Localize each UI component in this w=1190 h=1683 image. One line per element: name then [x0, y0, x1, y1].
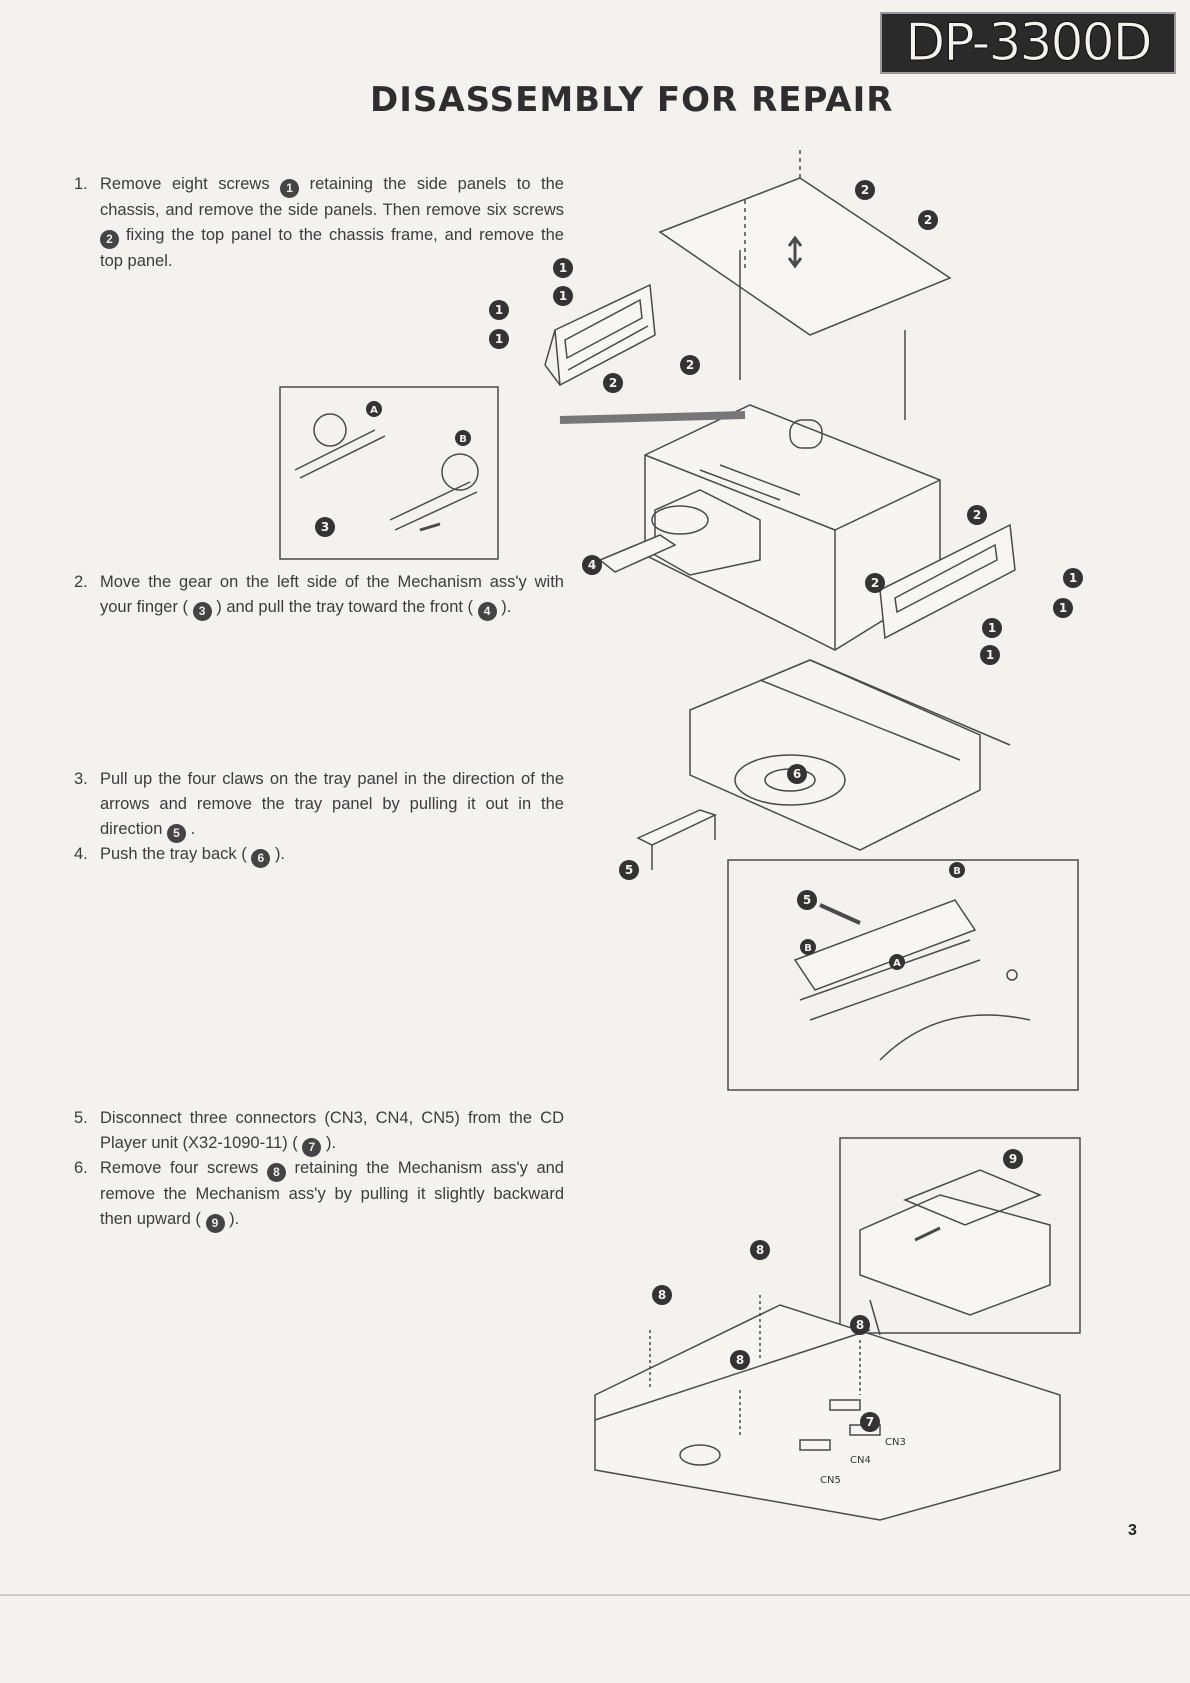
callout-7: 7: [866, 1415, 874, 1429]
step-2: 2. Move the gear on the left side of the…: [74, 570, 564, 621]
step-text: Push the tray back ( 6 ).: [100, 842, 564, 868]
step-text-part: ).: [274, 845, 286, 863]
callout-marker: 4: [477, 602, 497, 621]
callout-2: 2: [924, 213, 932, 227]
callout-1: 1: [1059, 601, 1067, 615]
label-a: A: [370, 405, 378, 416]
step-text: Remove four screws 8 retaining the Mecha…: [100, 1156, 564, 1233]
step-text-part: Remove eight screws: [100, 175, 270, 193]
top-panel-drawing: [658, 150, 952, 420]
claw-detail-drawing: [793, 899, 1031, 1061]
gear-detail-drawing: [294, 413, 479, 532]
callout-3: 3: [321, 520, 329, 534]
step-text-part: ) and pull the tray toward the front (: [216, 598, 474, 616]
page-number: 3: [1128, 1522, 1137, 1539]
step-text: Pull up the four claws on the tray panel…: [100, 767, 564, 843]
step-text: Disconnect three connectors (CN3, CN4, C…: [100, 1106, 564, 1157]
step-text-part: Move the gear on the left side of the Me…: [100, 573, 564, 616]
callout-marker: 1: [280, 179, 300, 198]
callout-1: 1: [495, 303, 503, 317]
callout-1: 1: [495, 332, 503, 346]
label-b: B: [459, 434, 467, 445]
step-text-part: Push the tray back (: [100, 845, 247, 863]
callout-8: 8: [658, 1288, 666, 1302]
label-b: B: [953, 866, 961, 877]
label-cn4: CN4: [850, 1455, 871, 1466]
step-text-part: fixing the top panel to the chassis fram…: [100, 226, 564, 270]
callout-5: 5: [625, 863, 633, 877]
step-text-part: .: [190, 820, 196, 838]
model-label-box: DP-3300D: [880, 12, 1176, 74]
step-1: 1. Remove eight screws 1 retaining the s…: [74, 172, 564, 274]
callout-1: 1: [559, 289, 567, 303]
step-text-part: ).: [325, 1134, 337, 1152]
callout-9: 9: [1009, 1152, 1017, 1166]
callout-2: 2: [686, 358, 694, 372]
callout-marker: 8: [266, 1163, 286, 1182]
callout-5: 5: [803, 893, 811, 907]
callout-marker: 2: [100, 230, 119, 249]
callout-marker: 3: [192, 602, 212, 621]
step-3: 3. Pull up the four claws on the tray pa…: [74, 767, 564, 843]
step-text-part: ).: [501, 598, 512, 616]
screw-markers: [315, 180, 1083, 1432]
step-number: 6.: [74, 1159, 88, 1177]
callout-marker: 7: [302, 1138, 322, 1157]
step-number: 3.: [74, 770, 88, 788]
callout-8: 8: [856, 1318, 864, 1332]
callout-2: 2: [609, 376, 617, 390]
callout-8: 8: [736, 1353, 744, 1367]
callout-4: 4: [588, 558, 596, 572]
callout-marker: 5: [166, 824, 186, 843]
callout-8: 8: [756, 1243, 764, 1257]
step-text-part: retaining the side panels to the chassis…: [100, 175, 564, 219]
callout-1: 1: [559, 261, 567, 275]
callout-2: 2: [861, 183, 869, 197]
callout-1: 1: [988, 621, 996, 635]
callout-2: 2: [973, 508, 981, 522]
step-6: 6. Remove four screws 8 retaining the Me…: [74, 1156, 564, 1233]
step-text-part: Remove four screws: [100, 1159, 259, 1177]
step-number: 5.: [74, 1109, 88, 1127]
left-side-panel: [544, 283, 656, 387]
mechanism-inset: [839, 1137, 1081, 1334]
label-a: A: [893, 958, 901, 969]
label-cn3: CN3: [885, 1437, 906, 1448]
claw-detail-inset: [727, 859, 1079, 1091]
page-title: DISASSEMBLY FOR REPAIR: [370, 80, 894, 120]
step-text-part: Disconnect three connectors (CN3, CN4, C…: [100, 1109, 564, 1152]
callout-marker: 6: [251, 849, 271, 868]
mechanism-inset-drawing: [859, 1169, 1051, 1316]
callout-1: 1: [1069, 571, 1077, 585]
callout-2: 2: [871, 576, 879, 590]
step-number: 4.: [74, 845, 88, 863]
label-b: B: [804, 943, 812, 954]
tray-drawing: [636, 659, 1011, 870]
step-5: 5. Disconnect three connectors (CN3, CN4…: [74, 1106, 564, 1157]
step-text-part: retaining the Mechanism ass'y and remove…: [100, 1159, 564, 1228]
step-text: Move the gear on the left side of the Me…: [100, 570, 564, 621]
chassis-drawing: [559, 404, 941, 651]
callout-6: 6: [793, 767, 801, 781]
step-text-part: Pull up the four claws on the tray panel…: [100, 770, 564, 838]
callout-marker: 9: [205, 1214, 225, 1233]
step-4: 4. Push the tray back ( 6 ).: [74, 842, 564, 868]
label-cn5: CN5: [820, 1475, 841, 1486]
step-number: 2.: [74, 573, 88, 591]
chassis-rear-drawing: [594, 1295, 1061, 1521]
model-label: DP-3300D: [905, 13, 1153, 73]
gear-detail-inset: [279, 386, 499, 560]
step-number: 1.: [74, 175, 88, 193]
callout-1: 1: [986, 648, 994, 662]
right-side-panel: [879, 523, 1016, 640]
step-text-part: ).: [229, 1210, 240, 1228]
step-text: Remove eight screws 1 retaining the side…: [100, 172, 564, 274]
